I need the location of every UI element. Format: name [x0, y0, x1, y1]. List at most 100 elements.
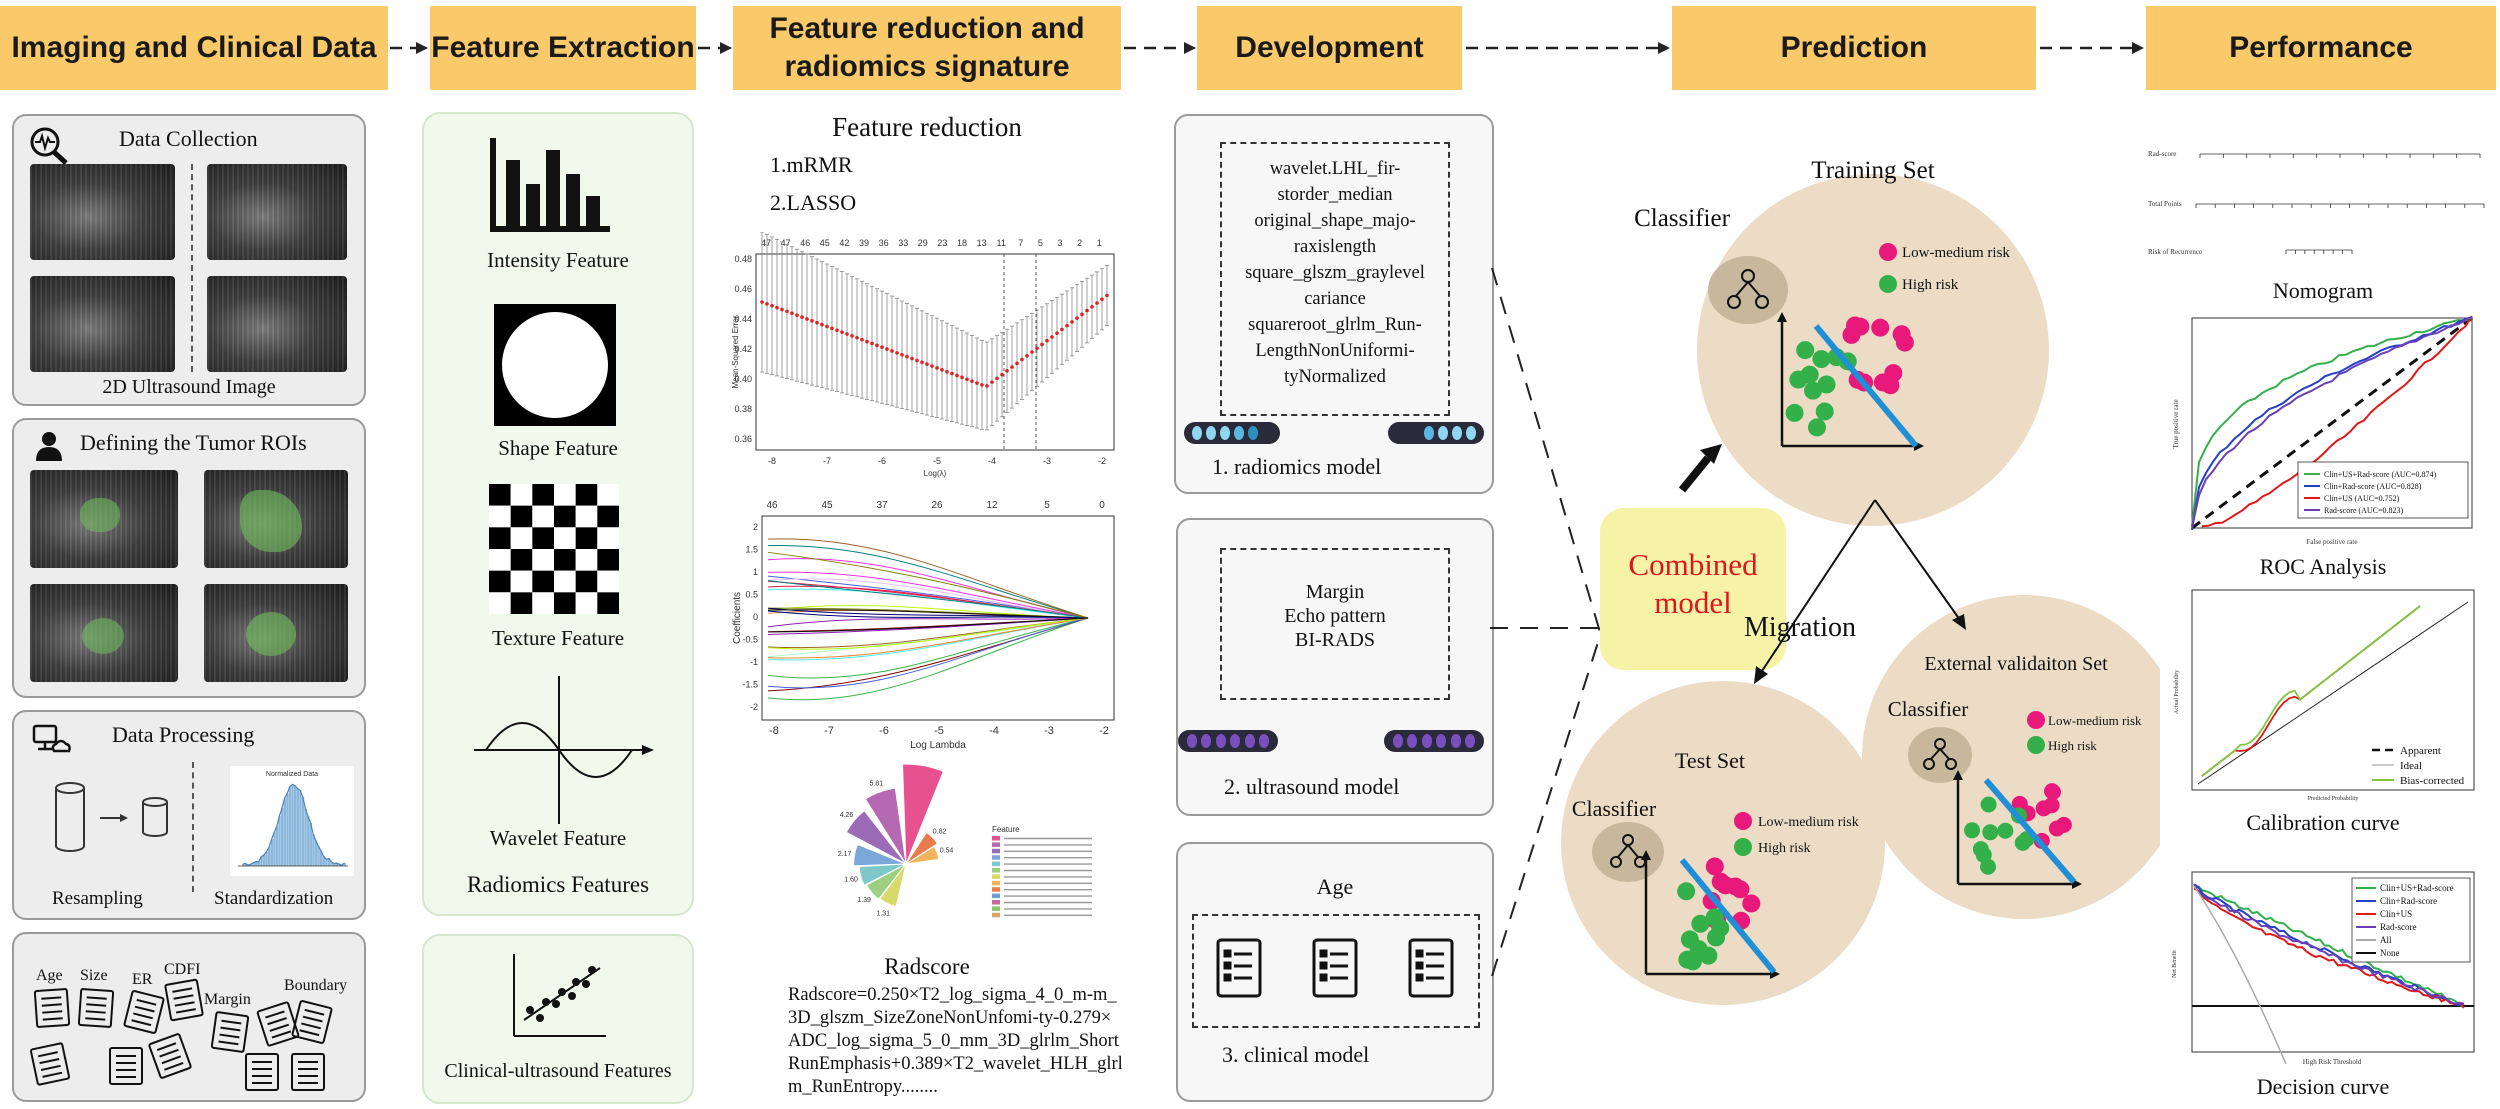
clinical-model-label: 3. clinical model [1222, 1042, 1370, 1067]
clinical-feature-box [1192, 914, 1480, 1028]
rose-petal [902, 764, 945, 865]
decision-all-line [2193, 885, 2287, 1065]
mse-point [1060, 327, 1064, 332]
rose-legend-swatch [992, 855, 1000, 860]
risk-point-high [2055, 816, 2072, 833]
rose-value-label: 2.17 [838, 851, 852, 858]
calibration-legend-item: Bias-corrected [2400, 775, 2465, 787]
risk-point-low [1815, 402, 1834, 421]
mse-point [870, 341, 874, 346]
checker-cell [532, 484, 554, 506]
rose-petal [865, 863, 907, 900]
radiomics-feature-list: wavelet.LHL_fir- storder_median original… [1245, 159, 1425, 387]
risk-point-high [1731, 880, 1750, 899]
mse-point [970, 379, 974, 383]
form-icon [291, 1000, 333, 1044]
mse-point [1080, 312, 1084, 317]
mse-point [920, 360, 924, 365]
decision-legend-item: Rad-score [2380, 922, 2416, 932]
rose-value-label: 5.81 [870, 781, 884, 788]
mse-top-tick: 42 [839, 238, 849, 248]
header-feature-extraction: Feature Extraction [430, 6, 696, 90]
test-set-label: Test Set [1675, 748, 1745, 773]
risk-point-low [1677, 882, 1696, 901]
checker-cell [489, 505, 511, 528]
clinical-features-panel: Clinical-ultrasound Features [422, 934, 694, 1104]
ultrasound-image-1 [30, 164, 175, 260]
clinical-form-icon [1408, 938, 1454, 998]
hist-bar [299, 790, 302, 866]
rose-petal [905, 845, 940, 865]
external-set-label: External validaiton Set [1924, 653, 2108, 675]
model-connectors [1490, 267, 1601, 977]
feature-reduction-title: Feature reduction [832, 112, 1022, 142]
coef-xtick: -5 [934, 725, 944, 737]
training-high-label: High risk [1902, 277, 1959, 293]
clinical-form-icons [1216, 938, 1454, 998]
hist-bar [288, 786, 292, 866]
mse-ytick: 0.42 [734, 344, 752, 354]
mse-top-tick: 45 [820, 238, 830, 248]
hist-bar [338, 864, 341, 866]
mse-ytick: 0.40 [734, 374, 752, 384]
mse-point [765, 302, 769, 306]
hist-bar [249, 864, 253, 866]
rose-value-label: 0.82 [933, 828, 947, 835]
hist-bar [270, 839, 273, 866]
rose-petal [845, 809, 907, 865]
mse-point [810, 319, 814, 323]
form-icon [210, 1011, 250, 1053]
mse-ylabel: Mean-Squared Error [732, 315, 740, 388]
risk-point-low [1812, 350, 1831, 369]
roc-legend-item: Clin+US (AUC=0.752) [2324, 494, 2400, 503]
decision-legend-item: Clin+Rad-score [2380, 896, 2437, 906]
hist-bar [325, 859, 328, 866]
rose-legend-title: Feature [992, 825, 1020, 834]
roc-curve [2191, 317, 2473, 527]
training-classifier-label: Classifier [1634, 205, 1730, 232]
form-icon [148, 1033, 192, 1079]
form-icon [29, 1042, 71, 1086]
scatter-plot-icon [513, 954, 606, 1037]
mse-point [1020, 357, 1024, 362]
mse-point [980, 383, 984, 387]
training-scatter [1777, 312, 1924, 451]
checker-cell [597, 592, 619, 614]
ultrasound-image-4 [207, 276, 347, 372]
checker-cell [489, 549, 511, 571]
mse-top-tick: 23 [937, 238, 947, 248]
migration-label: Migration [1744, 612, 1856, 643]
roc-ylabel: True positive rate [2172, 399, 2180, 448]
hist-bar [296, 788, 299, 866]
rose-legend-swatch [992, 836, 1000, 841]
person-icon [36, 432, 62, 461]
hist-bar [275, 826, 279, 866]
mse-top-tick: 18 [957, 238, 967, 248]
roc-legend-item: Clin+US+Rad-score (AUC=0.874) [2324, 470, 2437, 479]
hist-bar [314, 840, 318, 866]
mse-point [805, 317, 809, 321]
radiomics-model-capsule-left [1184, 422, 1280, 444]
hist-bar [281, 808, 284, 866]
mse-point [760, 300, 764, 304]
mse-point [860, 337, 864, 342]
mse-point [925, 362, 929, 366]
mse-point [995, 376, 999, 381]
clinical-forms-panel: Age Size ER CDFI Margin Boundary [12, 932, 366, 1102]
mse-point [790, 311, 794, 316]
checker-cell [489, 592, 511, 614]
nomogram-row-risk: Risk of Recurrence [2148, 248, 2202, 256]
decision-legend-item: All [2380, 935, 2392, 945]
checker-cell [554, 527, 576, 549]
coef-path [767, 617, 1089, 650]
risk-point-low [1691, 914, 1710, 933]
mse-point [975, 381, 979, 385]
coef-top-tick: 46 [766, 500, 778, 511]
coef-path [767, 545, 1089, 619]
mse-point [820, 322, 824, 327]
checker-cell [575, 549, 598, 571]
roi-image-4 [204, 584, 348, 682]
rose-petal [878, 863, 907, 908]
checker-cell [575, 570, 598, 593]
clinical-forms: Age Size ER CDFI Margin Boundary [29, 961, 347, 1091]
